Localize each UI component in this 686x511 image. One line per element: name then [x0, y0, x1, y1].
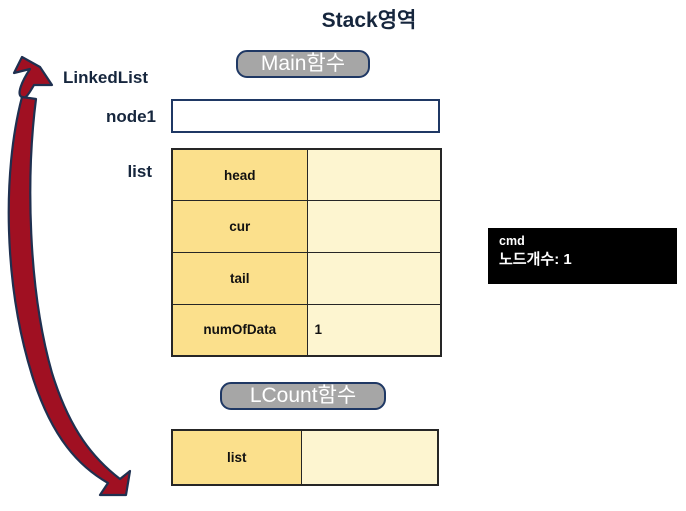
double-headed-curved-arrow: [7, 55, 132, 497]
table-row: head: [171, 148, 442, 202]
struct-field-cur: cur: [171, 200, 308, 253]
lcount-struct-table: list: [171, 429, 439, 486]
struct-field-tail: tail: [171, 252, 308, 305]
label-linkedlist: LinkedList: [62, 68, 148, 87]
struct-field-numofdata: numOfData: [171, 303, 308, 357]
table-row: cur: [171, 200, 442, 253]
cmd-console: cmd 노드개수: 1: [488, 228, 677, 284]
struct-value-head[interactable]: [306, 148, 442, 202]
badge-main-function[interactable]: Main함수: [236, 50, 370, 78]
lcount-field-list: list: [171, 429, 302, 486]
label-list: list: [127, 162, 152, 181]
label-node1: node1: [105, 107, 156, 126]
console-output: 노드개수: 1: [499, 250, 572, 268]
lcount-value-list[interactable]: [300, 429, 439, 486]
badge-lcount-function[interactable]: LCount함수: [220, 382, 386, 410]
struct-value-cur[interactable]: [306, 200, 442, 253]
table-row: numOfData 1: [171, 303, 442, 357]
struct-value-numofdata[interactable]: 1: [306, 303, 442, 357]
struct-field-head: head: [171, 148, 308, 202]
node1-box[interactable]: [171, 99, 440, 133]
struct-value-tail[interactable]: [306, 252, 442, 305]
table-row: list: [171, 429, 439, 486]
page-title-text: Stack영역: [321, 9, 417, 32]
table-row: tail: [171, 252, 442, 305]
console-title: cmd: [499, 234, 525, 248]
page-title: Stack영역: [0, 4, 686, 34]
list-struct-table: head cur tail numOfData 1: [171, 148, 442, 357]
